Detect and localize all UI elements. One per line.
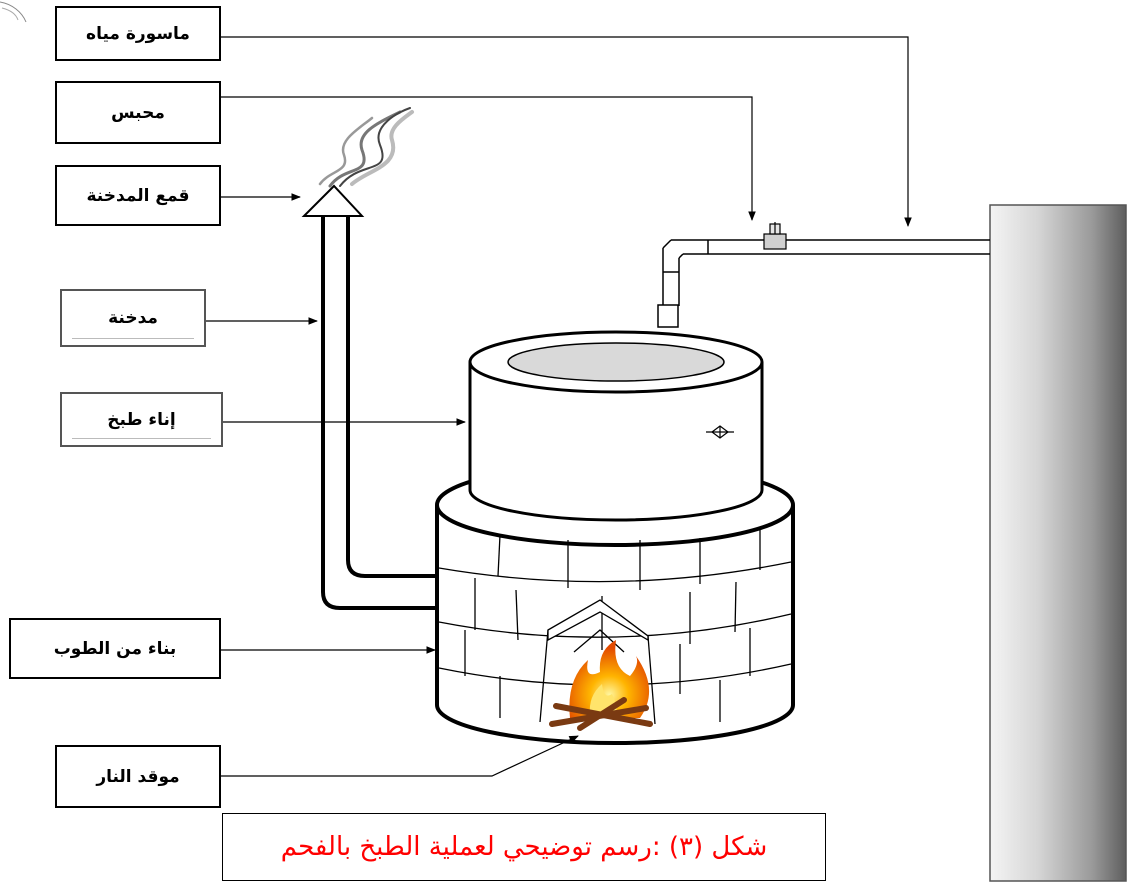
label-cooking-pot-text: إناء طبخ	[107, 409, 176, 430]
fire-icon	[549, 640, 653, 731]
label-fire-pit: موقد النار	[55, 745, 221, 808]
pot-mark-icon	[706, 425, 734, 439]
label-chimney-cap: قمع المدخنة	[55, 165, 221, 226]
label-water-pipe: ماسورة مياه	[55, 6, 221, 61]
label-chimney: مدخنة	[60, 289, 206, 347]
valve-icon	[763, 222, 787, 250]
chimney	[321, 216, 437, 610]
corner-mark-icon	[0, 1, 27, 23]
figure-caption: شكل (٣) :رسم توضيحي لعملية الطبخ بالفحم	[222, 813, 826, 881]
label-water-pipe-text: ماسورة مياه	[86, 23, 190, 44]
chimney-cap-icon	[301, 184, 365, 217]
label-chimney-cap-text: قمع المدخنة	[86, 185, 190, 206]
label-brick-structure-text: بناء من الطوب	[53, 638, 177, 659]
label-brick-structure: بناء من الطوب	[9, 618, 221, 679]
label-fire-pit-text: موقد النار	[96, 766, 180, 787]
figure-caption-text: شكل (٣) :رسم توضيحي لعملية الطبخ بالفحم	[280, 832, 768, 862]
label-valve-text: محبس	[111, 102, 165, 123]
smoke-icon	[318, 107, 414, 188]
label-chimney-text: مدخنة	[108, 308, 158, 328]
cooking-pot	[468, 330, 764, 522]
water-pipe	[657, 239, 990, 328]
label-cooking-pot: إناء طبخ	[60, 392, 223, 447]
water-tank-icon	[989, 204, 1127, 882]
label-valve: محبس	[55, 81, 221, 144]
